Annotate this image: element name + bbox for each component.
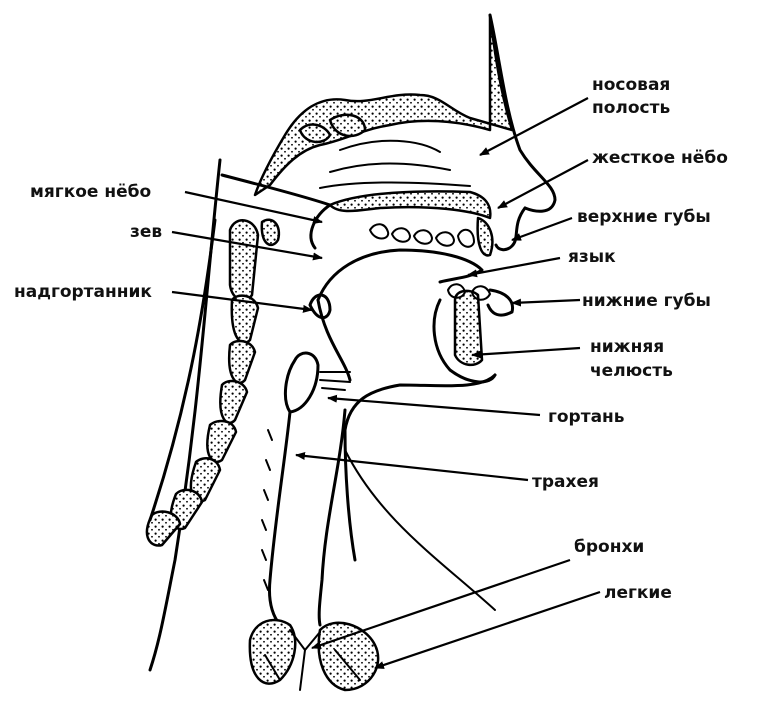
label-lower-jaw-line1: нижняя (590, 337, 664, 357)
arrow-bronchi (312, 560, 570, 648)
label-epiglottis: надгортанник (14, 282, 152, 302)
label-lower-jaw-line2: челюсть (590, 361, 673, 381)
arrow-lower-jaw (472, 348, 580, 355)
label-nasal-cavity-line2: полость (592, 98, 670, 118)
label-bronchi: бронхи (574, 537, 644, 557)
label-lower-lips: нижние губы (582, 291, 711, 311)
larynx (285, 295, 350, 412)
label-upper-lips: верхние губы (577, 207, 711, 227)
lungs (250, 620, 378, 690)
label-pharynx: зев (130, 222, 162, 242)
label-hard-palate: жесткое нёбо (592, 148, 728, 168)
arrow-larynx (328, 398, 540, 415)
arrow-lower-lips (512, 300, 580, 303)
nasal-cavity (222, 15, 512, 248)
arrow-upper-lips (512, 218, 572, 240)
cervical-vertebrae (147, 220, 279, 546)
label-nasal-cavity-line1: носовая (592, 75, 670, 95)
arrow-trachea (296, 455, 528, 480)
arrow-hard-palate (498, 160, 588, 208)
labels: носовая полость жесткое нёбо мягкое нёбо… (14, 75, 728, 603)
label-tongue: язык (568, 247, 616, 267)
trachea (262, 410, 345, 625)
label-lungs: легкие (604, 583, 672, 603)
label-soft-palate: мягкое нёбо (30, 182, 151, 202)
lower-jaw (434, 284, 513, 382)
arrow-tongue (468, 258, 560, 275)
label-larynx: гортань (548, 407, 625, 427)
label-trachea: трахея (532, 472, 599, 492)
